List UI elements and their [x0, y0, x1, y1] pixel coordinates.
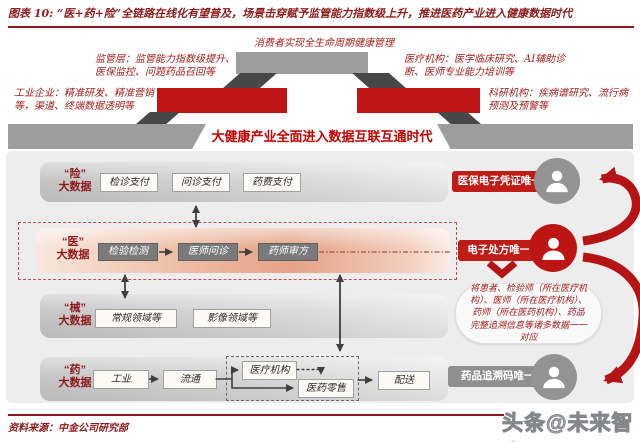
person-icon [543, 366, 565, 389]
box-medical-institution: 医疗机构 [242, 361, 297, 380]
chain-bottom-bar-right [437, 124, 633, 149]
chain-link-top-right [352, 73, 407, 89]
person-icon [534, 158, 580, 204]
regulator-label: 监管层：监管能力指数级提升、医保监控、问题药品召回等 [95, 54, 235, 78]
chain-link-top-left [222, 73, 277, 89]
box-drug-payment: 药费支付 [243, 173, 301, 192]
chain-bottom-bar-left [8, 124, 206, 149]
box-consult-payment: 问诊支付 [172, 173, 230, 192]
source-note: 资料来源：中金公司研究部 [8, 423, 128, 434]
chain-link-bottom-left [135, 112, 180, 125]
person-icon [531, 354, 577, 400]
figure-title: 图表 10: “医+药+险”全链路在线化有望普及，场景击穿赋予监管能力指数级上升… [8, 7, 573, 20]
row-pharma-label: “药” 大数据 [58, 364, 92, 390]
box-general-field: 常规领域等 [95, 309, 177, 328]
medical-org-label: 医疗机构：医学临床研究、AI辅助诊断、医师专业能力培训等 [404, 54, 566, 78]
industry-label: 工业企业：精准研发、精准营销等，渠道、终端数据透明等 [14, 88, 154, 112]
banner-title: 大健康产业全面进入数据互联互通时代 [211, 129, 433, 144]
box-pharmacist-review: 药师审方 [258, 243, 318, 261]
box-delivery: 配送 [378, 371, 430, 390]
data-mapping-note: 将患者、检验师（所在医疗机构）、医师（所在医疗机构）、药师（所在医药机构）、药品… [455, 283, 602, 344]
chain-red-bar-right [357, 88, 480, 113]
person-icon [546, 170, 568, 193]
box-industry: 工业 [93, 370, 149, 389]
row-medical-label: “医” 大数据 [56, 236, 90, 262]
prescription-id-badge: 电子处方唯一性 [458, 240, 550, 261]
person-icon [541, 237, 565, 260]
box-distribution: 流通 [163, 370, 217, 389]
box-doctor-consult: 医师问诊 [178, 243, 238, 261]
box-exam-payment: 检诊支付 [100, 173, 158, 192]
research-label: 科研机构：疾病谱研究、流行病预测及预警等 [488, 88, 628, 112]
row-insurance-label: “险” 大数据 [58, 168, 92, 194]
watermark: 头条@未来智库 [502, 412, 634, 442]
row-device-label: “械” 大数据 [58, 302, 92, 328]
box-pharmacy-retail: 医药零售 [298, 379, 354, 398]
box-imaging-field: 影像领域等 [193, 309, 271, 328]
chain-link-bottom-right [437, 112, 482, 125]
chain-top-bar [236, 52, 368, 74]
footer-rule [8, 414, 504, 416]
insurance-id-badge: 医保电子凭证唯一性 [452, 171, 558, 192]
trace-id-badge: 药品追溯码唯一性 [448, 366, 558, 387]
box-lab-testing: 检验检测 [98, 243, 158, 261]
chain-red-bar-left [157, 88, 287, 113]
row-medical-highlight-frame [18, 222, 457, 280]
consumer-label: 消费者实现全生命周期健康管理 [254, 38, 394, 49]
person-icon [529, 224, 577, 272]
title-underline [8, 26, 634, 28]
